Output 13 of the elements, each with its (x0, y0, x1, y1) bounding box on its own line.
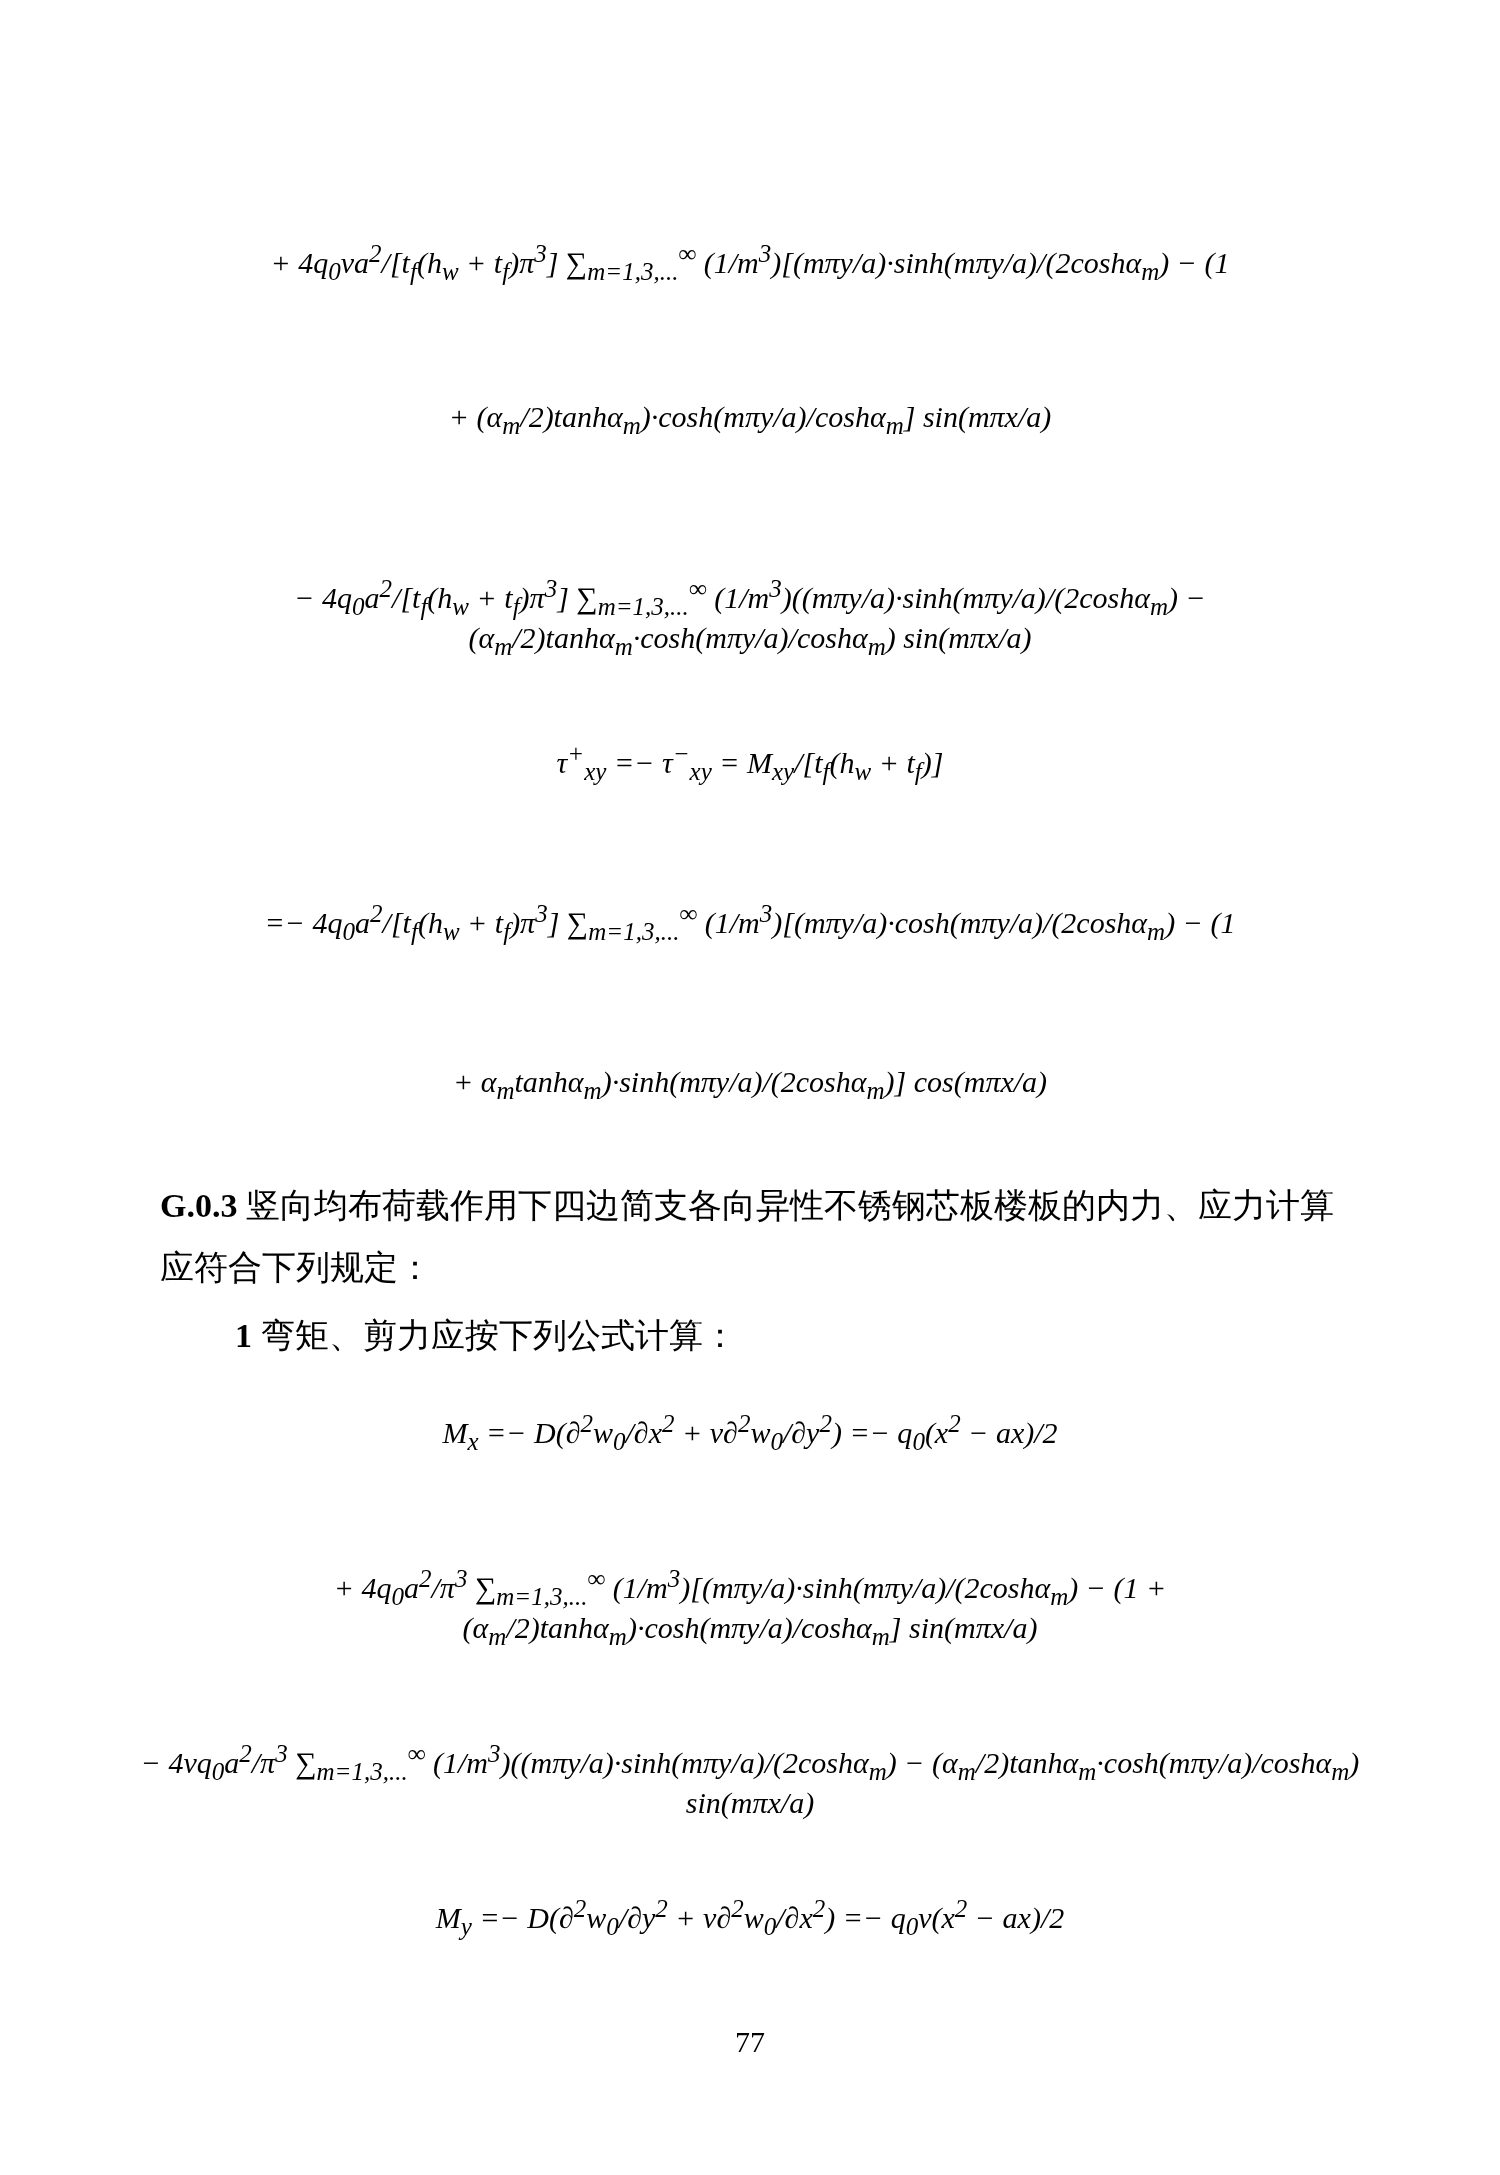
clause-text: G.0.3 竖向均布荷载作用下四边简支各向异性不锈钢芯板楼板的内力、应力计算应符合下列规定： (160, 1186, 1335, 1288)
formula: + 4q$_{0}$a$^{2}$/π$^{3}$ ∑$_{m=1,3,...}$$^{∞}$ (1/m$^{3}$)[(mπy/a)·sinh(mπy/a)/(2coshα$_{m}$) − (1 + (α$_{m}$/2)tanhα$_{m}$)·cosh(mπy/a)/coshα$_{m}$] sin(mπx/a) (332, 1565, 1168, 1651)
formula: M$_{y}$ =− D(∂$^{2}$w$_{0}$/∂y$^{2}$ + ν∂$^{2}$w$_{0}$/∂x$^{2}$) =− q$_{0}$ν(x$^{2}$ − ax)/2 (434, 1895, 1066, 1941)
formula: M$_{x}$ =− D(∂$^{2}$w$_{0}$/∂x$^{2}$ + ν∂$^{2}$w$_{0}$/∂y$^{2}$) =− q$_{0}$(x$^{2}$ − ax)/2 (441, 1410, 1059, 1456)
formula: − 4q$_{0}$a$^{2}$/[t$_{f}$(h$_{w}$ + t$_{f}$)π$^{3}$] ∑$_{m=1,3,...}$$^{∞}$ (1/m$^{3}$)((mπy/a)·sinh(mπy/a)/(2coshα$_{m}$) − (α$_{m}$/2)tanhα$_{m}$·cosh(mπy/a)/coshα$_{m}$) sin(mπx/a) (293, 575, 1207, 661)
formula: + (α$_{m}$/2)tanhα$_{m}$)·cosh(mπy/a)/coshα$_{m}$] sin(mπx/a) (447, 400, 1053, 440)
formula: + 4q$_{0}$νa$^{2}$/[t$_{f}$(h$_{w}$ + t$_{f}$)π$^{3}$] ∑$_{m=1,3,...}$$^{∞}$ (1/m$^{3}$)[(mπy/a)·sinh(mπy/a)/(2coshα$_{m}$) − (1 (269, 240, 1231, 286)
formula: + α$_{m}$tanhα$_{m}$)·sinh(mπy/a)/(2coshα$_{m}$)] cos(mπx/a) (451, 1065, 1049, 1105)
formula: − 4νq$_{0}$a$^{2}$/π$^{3}$ ∑$_{m=1,3,...}$$^{∞}$ (1/m$^{3}$)((mπy/a)·sinh(mπy/a)/(2coshα$_{m}$) − (α$_{m}$/2)tanhα$_{m}$·cosh(mπy/a)/coshα$_{m}$) sin(mπx/a) (139, 1740, 1361, 1820)
clause-text: 1 弯矩、剪力应按下列公式计算： (235, 1316, 738, 1356)
page-number: 77 (734, 2025, 766, 2059)
formula: =− 4q$_{0}$a$^{2}$/[t$_{f}$(h$_{w}$ + t$_{f}$)π$^{3}$] ∑$_{m=1,3,...}$$^{∞}$ (1/m$^{3}$)[(mπy/a)·cosh(mπy/a)/(2coshα$_{m}$) − (1 (263, 900, 1237, 946)
formula: τ$^{+}$$_{xy}$ =− τ$^{−}$$_{xy}$ = M$_{xy}$/[t$_{f}$(h$_{w}$ + t$_{f}$)] (555, 740, 945, 786)
